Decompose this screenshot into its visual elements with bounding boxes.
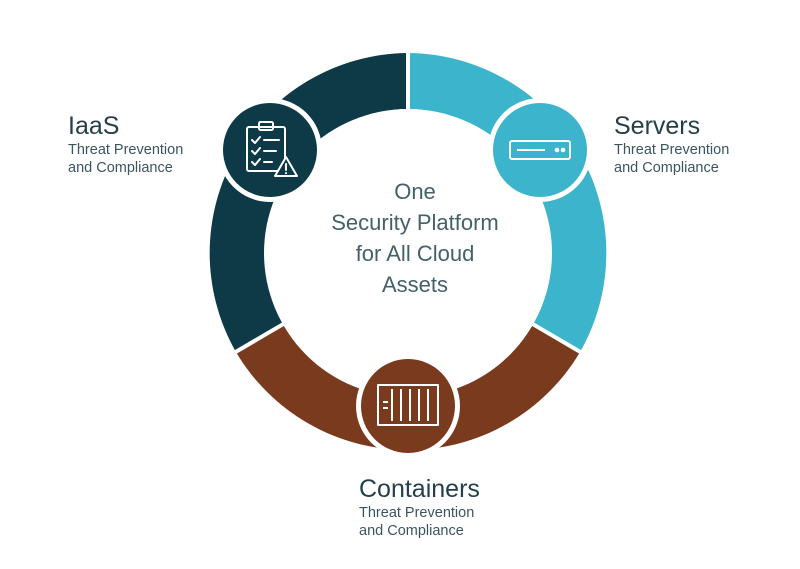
ring-segment-containers [235, 323, 581, 451]
center-line-1: One [394, 179, 436, 204]
label-containers: Containers Threat Prevention and Complia… [359, 474, 480, 540]
label-containers-title: Containers [359, 475, 480, 503]
label-containers-subtitle-1: Threat Prevention [359, 505, 475, 521]
separator-left [231, 320, 288, 356]
node-containers [356, 354, 460, 458]
center-line-2: Security Platform [331, 210, 499, 235]
center-line-3: for All Cloud [355, 241, 475, 266]
center-title: One Security Platform for All Cloud Asse… [315, 176, 515, 300]
label-servers: Servers Threat Prevention and Compliance [614, 111, 729, 177]
label-servers-subtitle-2: and Compliance [614, 160, 719, 176]
node-servers [488, 98, 592, 202]
shipping-container-icon [377, 384, 439, 426]
node-iaas [218, 98, 322, 202]
label-iaas: IaaS Threat Prevention and Compliance [68, 111, 183, 177]
label-servers-title: Servers [614, 112, 701, 140]
center-circle [264, 109, 552, 397]
checklist-warning-icon [246, 121, 298, 177]
label-iaas-subtitle-2: and Compliance [68, 160, 173, 176]
center-line-4: Assets [381, 272, 449, 297]
label-iaas-subtitle-1: Threat Prevention [68, 142, 184, 158]
label-servers-subtitle-1: Threat Prevention [614, 142, 730, 158]
server-icon [509, 140, 571, 160]
label-containers-subtitle-2: and Compliance [359, 523, 464, 539]
label-iaas-title: IaaS [68, 112, 120, 140]
separator-right [528, 320, 585, 356]
